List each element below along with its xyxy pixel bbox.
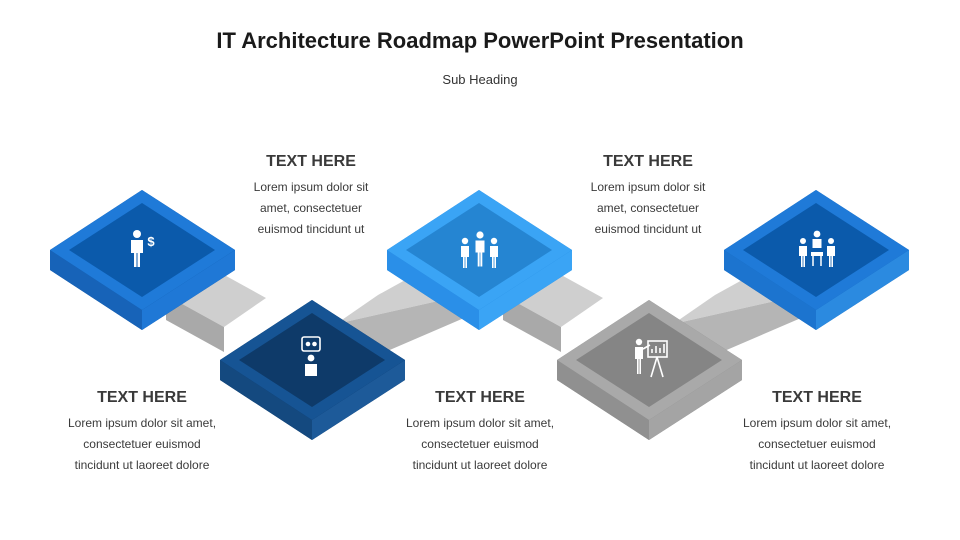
step-5-body-line: Lorem ipsum dolor sit amet, bbox=[742, 416, 892, 430]
step-2-heading: TEXT HERE bbox=[266, 153, 356, 170]
team-meeting-icon bbox=[799, 230, 835, 267]
step-2-body: Lorem ipsum dolor sit amet, consectetuer… bbox=[211, 177, 411, 240]
step-1-text: TEXT HERE Lorem ipsum dolor sit amet, co… bbox=[42, 389, 242, 476]
step-2-body-line: Lorem ipsum dolor sit bbox=[253, 180, 369, 194]
step-1-heading: TEXT HERE bbox=[97, 389, 187, 406]
step-5-body-line: consectetuer euismod bbox=[758, 437, 876, 451]
step-4-body-line: euismod tincidunt ut bbox=[594, 222, 702, 236]
presentation-board-icon bbox=[635, 338, 668, 378]
page-title: IT Architecture Roadmap PowerPoint Prese… bbox=[216, 28, 744, 53]
step-5-heading: TEXT HERE bbox=[772, 389, 862, 406]
step-5-diamond bbox=[724, 190, 909, 330]
step-3-body: Lorem ipsum dolor sit amet, consectetuer… bbox=[380, 413, 580, 476]
step-4-text: TEXT HERE Lorem ipsum dolor sit amet, co… bbox=[548, 153, 748, 240]
step-1-body-line: consectetuer euismod bbox=[83, 437, 201, 451]
step-5-body-line: tincidunt ut laoreet dolore bbox=[749, 458, 885, 472]
step-4-body-line: Lorem ipsum dolor sit bbox=[590, 180, 706, 194]
step-3-text: TEXT HERE Lorem ipsum dolor sit amet, co… bbox=[380, 389, 580, 476]
step-5-text: TEXT HERE Lorem ipsum dolor sit amet, co… bbox=[717, 389, 917, 476]
businessman-dollar-icon: $ bbox=[131, 230, 155, 267]
step-4-body-line: amet, consectetuer bbox=[596, 201, 700, 215]
step-5-body: Lorem ipsum dolor sit amet, consectetuer… bbox=[717, 413, 917, 476]
step-2-body-line: euismod tincidunt ut bbox=[257, 222, 365, 236]
step-3-heading: TEXT HERE bbox=[435, 389, 525, 406]
step-1-body: Lorem ipsum dolor sit amet, consectetuer… bbox=[42, 413, 242, 476]
step-3-body-line: Lorem ipsum dolor sit amet, bbox=[405, 416, 555, 430]
svg-text:$: $ bbox=[147, 234, 155, 249]
step-2-body-line: amet, consectetuer bbox=[259, 201, 363, 215]
step-4-heading: TEXT HERE bbox=[603, 153, 693, 170]
step-3-body-line: tincidunt ut laoreet dolore bbox=[412, 458, 548, 472]
step-1-body-line: tincidunt ut laoreet dolore bbox=[74, 458, 210, 472]
step-2-text: TEXT HERE Lorem ipsum dolor sit amet, co… bbox=[211, 153, 411, 240]
step-3-body-line: consectetuer euismod bbox=[421, 437, 539, 451]
step-4-diamond bbox=[557, 300, 742, 440]
page-subtitle: Sub Heading bbox=[442, 72, 518, 87]
idea-thinking-person-icon bbox=[301, 336, 321, 376]
step-1-body-line: Lorem ipsum dolor sit amet, bbox=[67, 416, 217, 430]
step-4-body: Lorem ipsum dolor sit amet, consectetuer… bbox=[548, 177, 748, 240]
team-group-icon bbox=[461, 231, 498, 268]
